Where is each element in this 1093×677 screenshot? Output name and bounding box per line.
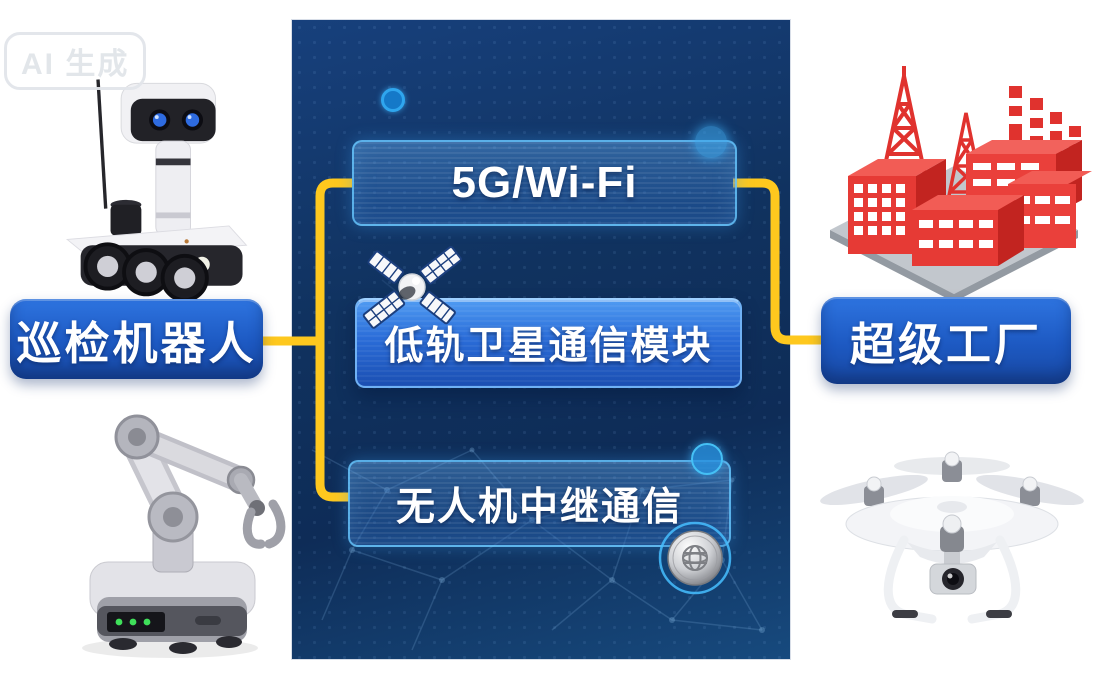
connector-right	[733, 178, 823, 345]
watermark-label: AI 生成	[21, 48, 130, 81]
method-box-drone-relay: 无人机中继通信	[348, 460, 731, 547]
glow-dot-top	[381, 88, 405, 112]
robotic-arm-illustration	[82, 414, 286, 658]
inspection-robot-illustration	[65, 79, 248, 303]
globe-icon	[658, 521, 732, 595]
ai-generated-watermark: AI 生成	[4, 32, 147, 90]
drone-illustration	[820, 451, 1084, 624]
method-box-satellite: 低轨卫星通信模块	[355, 298, 742, 388]
right-node-text: 超级工厂	[849, 319, 1042, 370]
satellite-icon	[362, 246, 462, 329]
glow-dot-wifi-corner	[695, 126, 727, 158]
method-box-5g-wifi: 5G/Wi-Fi	[352, 140, 737, 226]
super-factory-label: 超级工厂	[821, 297, 1071, 384]
super-factory-illustration	[830, 66, 1092, 298]
method-label-satellite: 低轨卫星通信模块	[384, 325, 713, 368]
inspection-robot-label: 巡检机器人	[10, 299, 263, 379]
method-label-5g-wifi: 5G/Wi-Fi	[451, 158, 638, 207]
left-node-text: 巡检机器人	[16, 317, 257, 369]
glow-dot-drone-corner	[691, 443, 723, 475]
method-label-drone-relay: 无人机中继通信	[395, 485, 683, 529]
connector-left-trunk	[315, 178, 352, 502]
